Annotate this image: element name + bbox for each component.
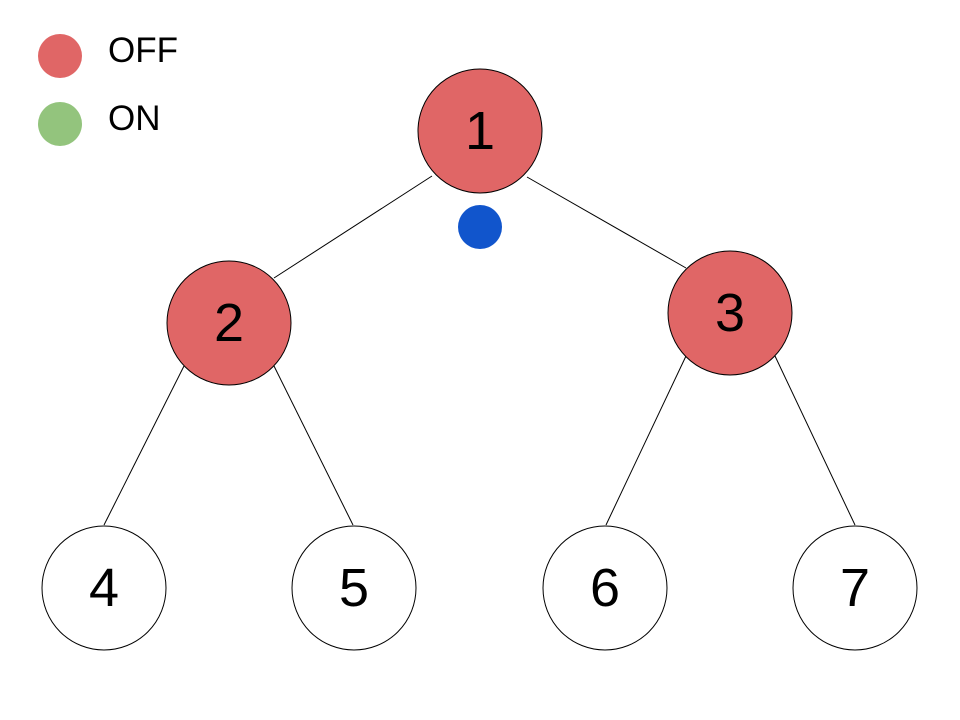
node-7-label: 7: [840, 558, 870, 618]
tree-node-2: 2: [166, 260, 292, 386]
legend-item-off: OFF: [38, 31, 178, 78]
node-3-label: 3: [715, 283, 745, 343]
legend-on-label: ON: [108, 99, 161, 138]
legend-on-swatch: [38, 102, 82, 146]
tree-node-6: 6: [542, 525, 668, 651]
edge-3-7: [774, 355, 856, 526]
current-position-marker: [458, 205, 502, 249]
node-5-label: 5: [339, 558, 369, 618]
node-6-label: 6: [590, 558, 620, 618]
tree-node-5: 5: [291, 525, 417, 651]
node-5-circle: [291, 525, 417, 651]
node-1-label: 1: [465, 101, 495, 161]
tree-node-3: 3: [667, 250, 793, 376]
legend-off-label: OFF: [108, 31, 178, 70]
node-2-circle: [166, 260, 292, 386]
node-2-label: 2: [214, 293, 244, 353]
legend-item-on: ON: [38, 99, 161, 146]
tree-node-4: 4: [41, 525, 167, 651]
node-7-circle: [792, 525, 918, 651]
node-1-circle: [417, 68, 543, 194]
tree-node-1: 1: [417, 68, 543, 194]
edge-2-4: [103, 365, 185, 526]
node-4-circle: [41, 525, 167, 651]
edge-1-3: [526, 176, 687, 269]
legend-off-swatch: [38, 34, 82, 78]
node-4-label: 4: [89, 558, 119, 618]
node-6-circle: [542, 525, 668, 651]
edge-1-2: [273, 175, 433, 279]
legend: OFF ON: [38, 31, 238, 154]
node-3-circle: [667, 250, 793, 376]
edge-3-6: [605, 355, 687, 526]
tree-node-7: 7: [792, 525, 918, 651]
edge-2-5: [273, 365, 354, 526]
